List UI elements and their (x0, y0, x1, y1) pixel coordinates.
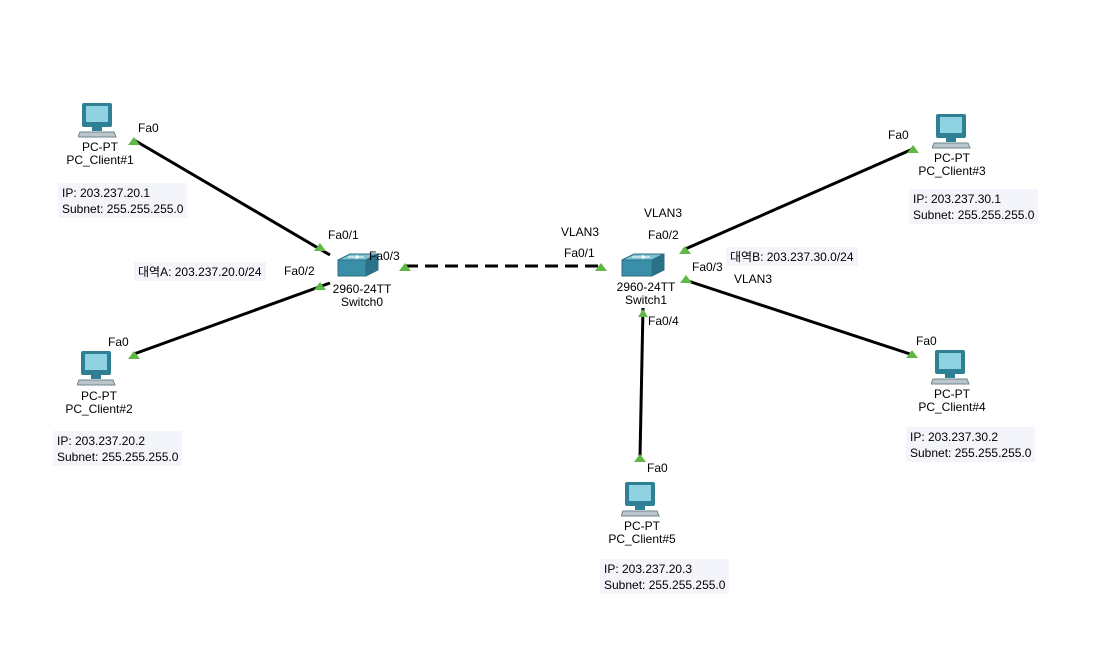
pc-icon[interactable] (931, 348, 971, 386)
link-switch1-pc5[interactable] (638, 307, 645, 458)
note-pc3-ip[interactable]: IP: 203.237.30.1 Subnet: 255.255.255.0 (909, 189, 1039, 224)
port-up-indicator (680, 275, 692, 283)
subnet-mask: Subnet: 255.255.255.0 (62, 202, 184, 216)
port-label-sw0-fa02: Fa0/2 (284, 264, 315, 278)
device-name: PC_Client#2 (65, 402, 133, 416)
pc-client-4-label[interactable]: PC-PT PC_Client#4 (902, 388, 1002, 414)
port-label-sw1-fa04: Fa0/4 (648, 314, 679, 328)
pc-icon[interactable] (932, 112, 972, 150)
port-label-sw0-fa01: Fa0/1 (328, 228, 359, 242)
device-type: PC-PT (82, 140, 118, 154)
device-name: Switch0 (340, 295, 384, 309)
subnet-mask: Subnet: 255.255.255.0 (913, 208, 1035, 222)
port-label-pc2-fa0: Fa0 (108, 335, 129, 349)
pc-client-1-label[interactable]: PC-PT PC_Client#1 (50, 141, 150, 167)
port-up-indicator (128, 137, 140, 145)
port-up-indicator (314, 243, 326, 251)
note-range-a[interactable]: 대역A: 203.237.20.0/24 (134, 262, 266, 281)
note-range-b[interactable]: 대역B: 203.237.30.0/24 (726, 247, 858, 266)
switch-icon[interactable] (618, 252, 666, 282)
pc-client-5-label[interactable]: PC-PT PC_Client#5 (592, 520, 692, 546)
device-name: PC_Client#1 (66, 153, 134, 167)
port-label-sw1-fa02: Fa0/2 (648, 228, 679, 242)
port-up-indicator (595, 263, 607, 271)
link-switch1-pc4[interactable] (684, 278, 914, 357)
switch0-label[interactable]: 2960-24TT Switch0 (317, 283, 407, 309)
ip-address: IP: 203.237.30.1 (913, 192, 1002, 206)
port-up-indicator (634, 454, 646, 462)
device-name: Switch1 (624, 293, 668, 307)
port-label-pc3-fa0: Fa0 (888, 128, 909, 142)
port-label-sw1-fa03: Fa0/3 (692, 260, 723, 274)
note-pc2-ip[interactable]: IP: 203.237.20.2 Subnet: 255.255.255.0 (53, 431, 183, 466)
port-up-indicator (679, 246, 691, 254)
port-label-pc4-fa0: Fa0 (916, 334, 937, 348)
note-pc1-ip[interactable]: IP: 203.237.20.1 Subnet: 255.255.255.0 (58, 183, 188, 218)
pc-client-3-label[interactable]: PC-PT PC_Client#3 (902, 152, 1002, 178)
vlan-label-trunk: VLAN3 (561, 225, 600, 239)
switch1-label[interactable]: 2960-24TT Switch1 (601, 281, 691, 307)
port-label-sw0-fa03: Fa0/3 (369, 249, 400, 263)
pc-icon[interactable] (78, 101, 118, 139)
ip-address: IP: 203.237.20.3 (604, 562, 693, 576)
subnet-mask: Subnet: 255.255.255.0 (910, 446, 1032, 460)
note-text: 대역A: 203.237.20.0/24 (138, 265, 262, 279)
ip-address: IP: 203.237.20.1 (62, 186, 151, 200)
link-switch1-pc3[interactable] (682, 146, 916, 252)
subnet-mask: Subnet: 255.255.255.0 (57, 450, 179, 464)
device-name: PC_Client#3 (918, 164, 986, 178)
port-up-indicator (314, 282, 326, 290)
device-model: 2960-24TT (332, 282, 392, 296)
device-name: PC_Client#5 (608, 532, 676, 546)
port-label-sw1-fa01: Fa0/1 (564, 246, 595, 260)
ip-address: IP: 203.237.20.2 (57, 434, 146, 448)
port-label-pc1-fa0: Fa0 (138, 121, 159, 135)
port-up-indicator (128, 351, 140, 359)
pc-icon[interactable] (77, 349, 117, 387)
device-type: PC-PT (81, 389, 117, 403)
pc-client-2-label[interactable]: PC-PT PC_Client#2 (49, 390, 149, 416)
device-model: 2960-24TT (616, 280, 676, 294)
note-pc4-ip[interactable]: IP: 203.237.30.2 Subnet: 255.255.255.0 (906, 427, 1036, 462)
device-name: PC_Client#4 (918, 400, 986, 414)
device-type: PC-PT (934, 151, 970, 165)
device-type: PC-PT (934, 387, 970, 401)
vlan-label-sw1-fa02: VLAN3 (644, 206, 683, 220)
subnet-mask: Subnet: 255.255.255.0 (604, 578, 726, 592)
port-up-indicator (399, 263, 411, 271)
link-pc2-switch0[interactable] (133, 281, 331, 356)
port-label-pc5-fa0: Fa0 (647, 461, 668, 475)
vlan-label-sw1-fa03: VLAN3 (734, 272, 773, 286)
ip-address: IP: 203.237.30.2 (910, 430, 999, 444)
port-up-indicator (907, 145, 919, 153)
device-type: PC-PT (624, 519, 660, 533)
note-text: 대역B: 203.237.30.0/24 (730, 250, 854, 264)
port-up-indicator (906, 350, 918, 358)
pc-icon[interactable] (621, 480, 661, 518)
port-up-indicator (638, 309, 648, 317)
switch-icon[interactable] (334, 252, 380, 282)
link-pc1-switch0[interactable] (133, 138, 331, 257)
note-pc5-ip[interactable]: IP: 203.237.20.3 Subnet: 255.255.255.0 (600, 559, 730, 594)
